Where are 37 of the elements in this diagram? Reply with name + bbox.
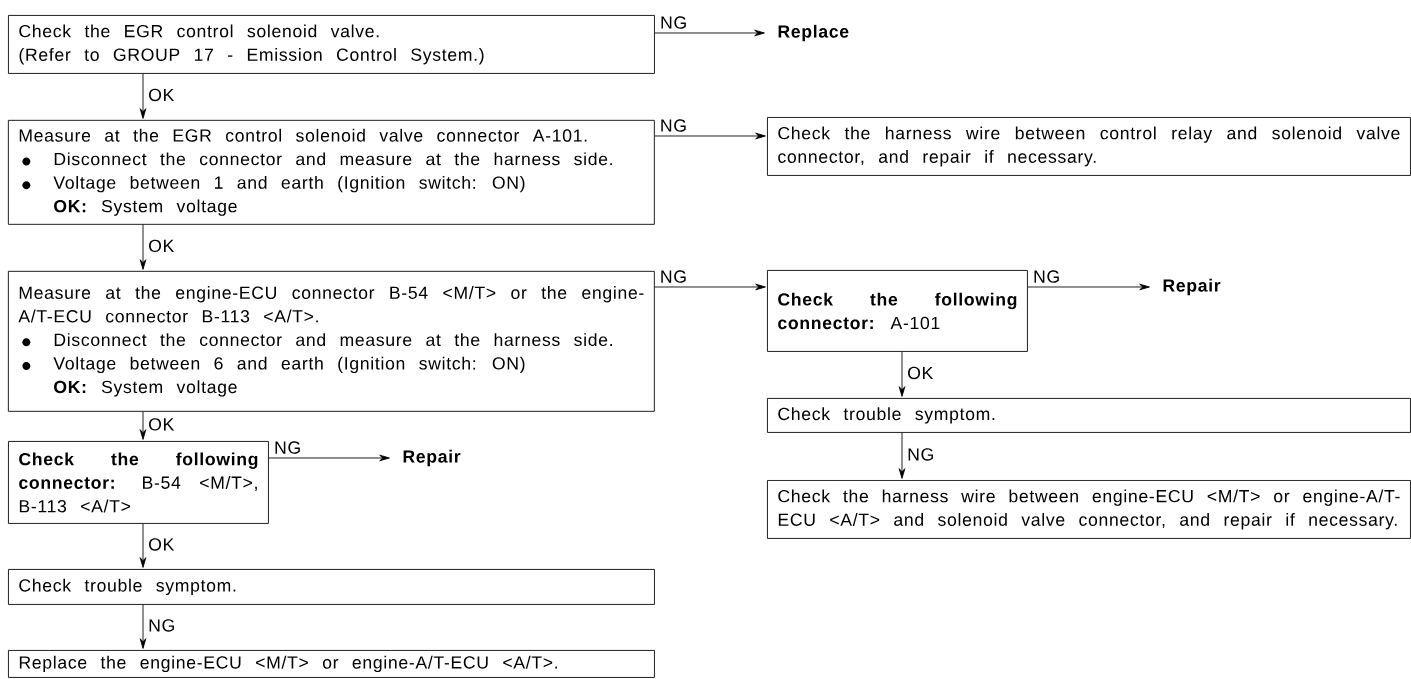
- process-box: Measure at the engine-ECU connector B-54 <M/T> or the engine-A/T-ECU connector B-113 <A/T>. Disconnect the connector and measure at the harness side. Voltage between 6 and earth (Ignition switch: ON) OK: System voltage: [7, 270, 655, 412]
- arrow: [139, 224, 147, 270]
- arrow: [139, 523, 147, 568]
- result-text: Replace: [778, 24, 849, 42]
- edge-label: OK: [149, 538, 175, 551]
- edge-label: OK: [149, 239, 175, 253]
- edge-label: NG: [661, 270, 686, 283]
- edge-label: NG: [275, 441, 300, 454]
- process-box: Check the following connector: A-101: [767, 270, 1028, 352]
- process-box: Check the harness wire between control relay and solenoid valve connector, and repair if necessary.: [767, 117, 1411, 176]
- arrow: [139, 411, 147, 440]
- process-box: Replace the engine-ECU <M/T> or engine-A/T-ECU <A/T>.: [8, 650, 655, 678]
- edge-label: NG: [908, 448, 933, 461]
- process-box: Check trouble symptom.: [767, 398, 1411, 433]
- arrow: [1027, 283, 1150, 291]
- arrow: [898, 351, 906, 397]
- process-box: Check the EGR control solenoid valve. (Refer to GROUP 17 - Emission Control System.): [8, 15, 655, 74]
- arrow: [654, 283, 766, 291]
- arrow: [139, 604, 147, 649]
- arrow: [898, 432, 906, 479]
- edge-label: OK: [149, 418, 175, 431]
- edge-label: OK: [908, 366, 934, 380]
- process-box: Check the harness wire between engine-ECU <M/T> or engine-A/T-ECU <A/T> and solenoid valve connector, and repair if necessary.: [767, 480, 1411, 539]
- process-box: Check the following connector: B-54 <M/T>, B-113 <A/T>: [8, 441, 269, 524]
- arrow: [139, 73, 147, 119]
- edge-label: OK: [149, 88, 175, 102]
- arrow: [654, 132, 766, 140]
- arrow: [654, 29, 765, 37]
- process-box: Check trouble symptom.: [8, 569, 655, 605]
- process-box: Measure at the EGR control solenoid valve connector A-101. Disconnect the connector and measure at the harness side. Voltage between 1 and earth (Ignition switch: ON) OK: System voltage: [7, 119, 655, 225]
- result-text: Repair: [403, 449, 461, 467]
- edge-label: NG: [661, 119, 686, 132]
- result-text: Repair: [1163, 278, 1221, 296]
- arrow: [268, 454, 390, 462]
- edge-label: NG: [149, 619, 174, 632]
- edge-label: NG: [1034, 270, 1059, 283]
- edge-label: NG: [661, 16, 686, 29]
